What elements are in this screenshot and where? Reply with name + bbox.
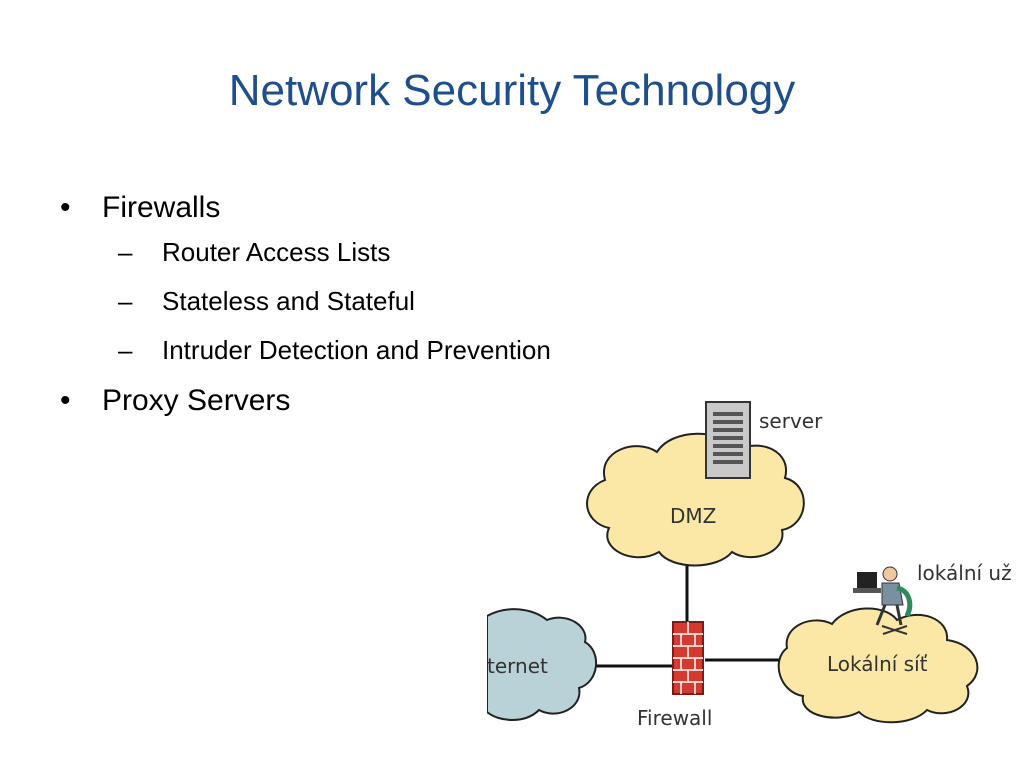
sub-item-label: Router Access Lists <box>162 237 391 267</box>
slide-title: Network Security Technology <box>228 66 796 115</box>
bullet-item-firewalls: • Firewalls – Router Access Lists – Stat… <box>60 190 551 366</box>
dmz-cloud <box>586 432 805 567</box>
firewall-label: Firewall <box>637 706 712 730</box>
internet-cloud <box>487 608 598 721</box>
bullet-list: • Firewalls – Router Access Lists – Stat… <box>60 190 551 419</box>
local-network-cloud <box>777 607 979 724</box>
sub-bullet-list: – Router Access Lists – Stateless and St… <box>102 236 551 366</box>
bullet-label: Firewalls <box>102 191 221 224</box>
dmz-label: DMZ <box>670 504 716 528</box>
server-label: server <box>759 409 823 433</box>
sub-item-intruder-detection: – Intruder Detection and Prevention <box>118 334 551 366</box>
sub-item-label: Stateless and Stateful <box>162 286 415 316</box>
user-at-computer-icon <box>853 566 913 635</box>
sub-item-stateless-stateful: – Stateless and Stateful <box>118 285 551 317</box>
user-label: lokální už <box>917 561 1012 585</box>
internet-label: ternet <box>487 654 548 678</box>
sub-item-router-access-lists: – Router Access Lists <box>118 236 551 268</box>
local-network-label: Lokální síť <box>827 652 928 676</box>
dash-glyph: – <box>118 286 133 316</box>
firewall-brick-icon <box>672 621 704 695</box>
bullet-label: Proxy Servers <box>102 384 291 417</box>
dash-glyph: – <box>118 237 133 267</box>
server-icon <box>705 401 751 479</box>
bullet-dot: • <box>60 191 71 224</box>
dash-glyph: – <box>118 335 133 365</box>
sub-item-label: Intruder Detection and Prevention <box>162 335 551 365</box>
bullet-item-proxy-servers: • Proxy Servers <box>60 383 551 419</box>
bullet-dot: • <box>60 384 71 417</box>
network-diagram: server DMZ lokální už ternet Lokální síť… <box>487 390 1024 735</box>
network-diagram-svg: server DMZ lokální už ternet Lokální síť… <box>487 401 1012 730</box>
